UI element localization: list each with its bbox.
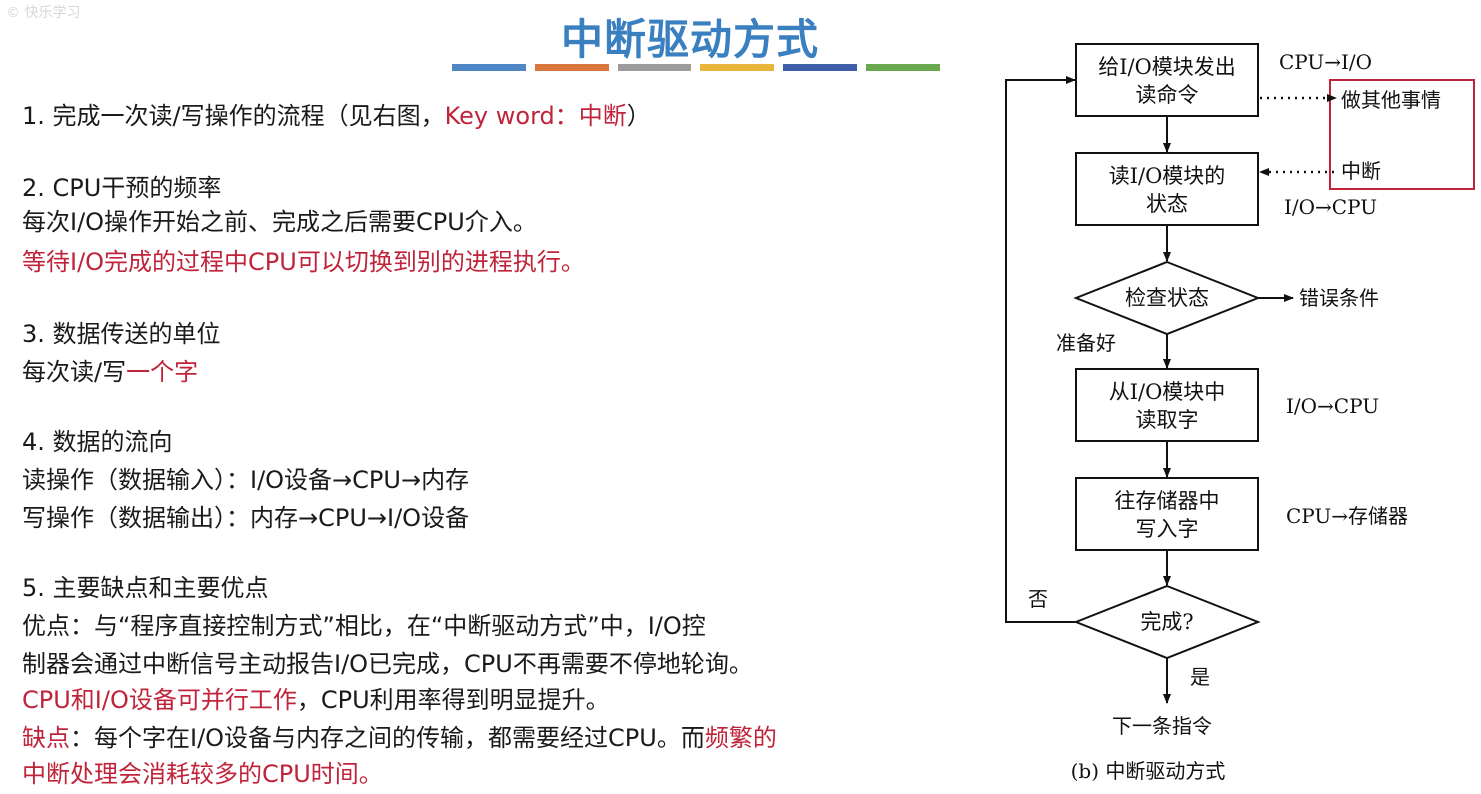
point-5-adv-highlight: CPU和I/O设备可并行工作 xyxy=(22,686,297,714)
point-5-adv-2: 制器会通过中断信号主动报告I/O已完成，CPU不再需要不停地轮询。 xyxy=(22,650,753,678)
point-4-write: 写操作（数据输出）：内存→CPU→I/O设备 xyxy=(22,504,470,532)
point-3-highlight: 一个字 xyxy=(126,358,199,386)
box-4-line-2: 写入字 xyxy=(1136,517,1199,541)
box-write-word xyxy=(1075,477,1259,551)
point-5-dis-highlight: 频繁的 xyxy=(704,724,777,752)
box-4-line-1: 往存储器中 xyxy=(1115,489,1220,513)
box-send-read-command xyxy=(1075,43,1259,117)
interrupt-highlight-box xyxy=(1329,79,1475,190)
label-next-instruction: 下一条指令 xyxy=(1112,714,1212,738)
color-bar-3 xyxy=(617,64,692,71)
box-read-status xyxy=(1075,152,1259,226)
label-ready: 准备好 xyxy=(1056,331,1116,355)
point-4-read: 读操作（数据输入）：I/O设备→CPU→内存 xyxy=(22,466,470,494)
decision-1-text: 检查状态 xyxy=(1125,286,1209,310)
label-yes: 是 xyxy=(1190,665,1210,689)
box-2-line-2: 状态 xyxy=(1146,192,1188,216)
color-bar-4 xyxy=(700,64,775,71)
point-2-title: 2. CPU干预的频率 xyxy=(22,174,222,202)
decision-2-text: 完成? xyxy=(1140,610,1193,634)
arrow-loop-back xyxy=(1005,76,1076,623)
point-1-suffix: ） xyxy=(626,102,651,130)
point-2-line-2: 等待I/O完成的过程中CPU可以切换到别的进程执行。 xyxy=(22,248,585,276)
color-bar-2 xyxy=(534,64,609,71)
point-5-dis-text: ：每个字在I/O设备与内存之间的传输，都需要经过CPU。而 xyxy=(70,724,705,752)
title-color-bars xyxy=(452,64,940,71)
box-read-word xyxy=(1075,368,1259,442)
label-do-other-work: 做其他事情 xyxy=(1341,88,1441,112)
label-interrupt: 中断 xyxy=(1341,159,1381,183)
point-1-text: 1. 完成一次读/写操作的流程（见右图， xyxy=(22,102,445,130)
label-io-to-cpu-1: I/O→CPU xyxy=(1284,195,1377,219)
point-5-adv-1: 优点：与“程序直接控制方式”相比，在“中断驱动方式”中，I/O控 xyxy=(22,612,706,640)
color-bar-1 xyxy=(452,64,526,71)
point-1: 1. 完成一次读/写操作的流程（见右图，Key word：中断） xyxy=(22,100,651,133)
box-2-line-1: 读I/O模块的 xyxy=(1109,164,1226,188)
color-bar-6 xyxy=(866,64,940,71)
label-cpu-to-memory: CPU→存储器 xyxy=(1286,504,1408,528)
point-5-title: 5. 主要缺点和主要优点 xyxy=(22,574,269,602)
flowchart-caption: (b) 中断驱动方式 xyxy=(1071,759,1226,783)
point-5-adv-rest: ，CPU利用率得到明显提升。 xyxy=(296,686,610,714)
point-3-text: 每次读/写 xyxy=(22,358,127,386)
slide-title: 中断驱动方式 xyxy=(560,15,819,64)
label-no: 否 xyxy=(1028,587,1048,611)
box-1-line-1: 给I/O模块发出 xyxy=(1098,55,1236,79)
box-3-line-2: 读取字 xyxy=(1136,408,1199,432)
point-4-title: 4. 数据的流向 xyxy=(22,428,173,456)
point-1-keyword: Key word：中断 xyxy=(444,102,627,130)
point-5-adv-3: CPU和I/O设备可并行工作，CPU利用率得到明显提升。 xyxy=(22,684,610,717)
point-2-line-1: 每次I/O操作开始之前、完成之后需要CPU介入。 xyxy=(22,208,537,236)
label-cpu-to-io: CPU→I/O xyxy=(1279,50,1372,74)
color-bar-5 xyxy=(783,64,858,71)
box-3-line-1: 从I/O模块中 xyxy=(1109,380,1226,404)
point-5-dis-2: 中断处理会消耗较多的CPU时间。 xyxy=(22,760,383,788)
point-5-dis-label: 缺点 xyxy=(22,724,70,752)
box-1-line-2: 读命令 xyxy=(1136,83,1199,107)
label-io-to-cpu-2: I/O→CPU xyxy=(1286,394,1379,418)
label-error-condition: 错误条件 xyxy=(1299,286,1379,310)
watermark: © 快乐学习 xyxy=(6,5,81,21)
point-5-dis-1: 缺点：每个字在I/O设备与内存之间的传输，都需要经过CPU。而频繁的 xyxy=(22,722,777,755)
point-3-line: 每次读/写一个字 xyxy=(22,356,198,389)
point-3-title: 3. 数据传送的单位 xyxy=(22,320,221,348)
